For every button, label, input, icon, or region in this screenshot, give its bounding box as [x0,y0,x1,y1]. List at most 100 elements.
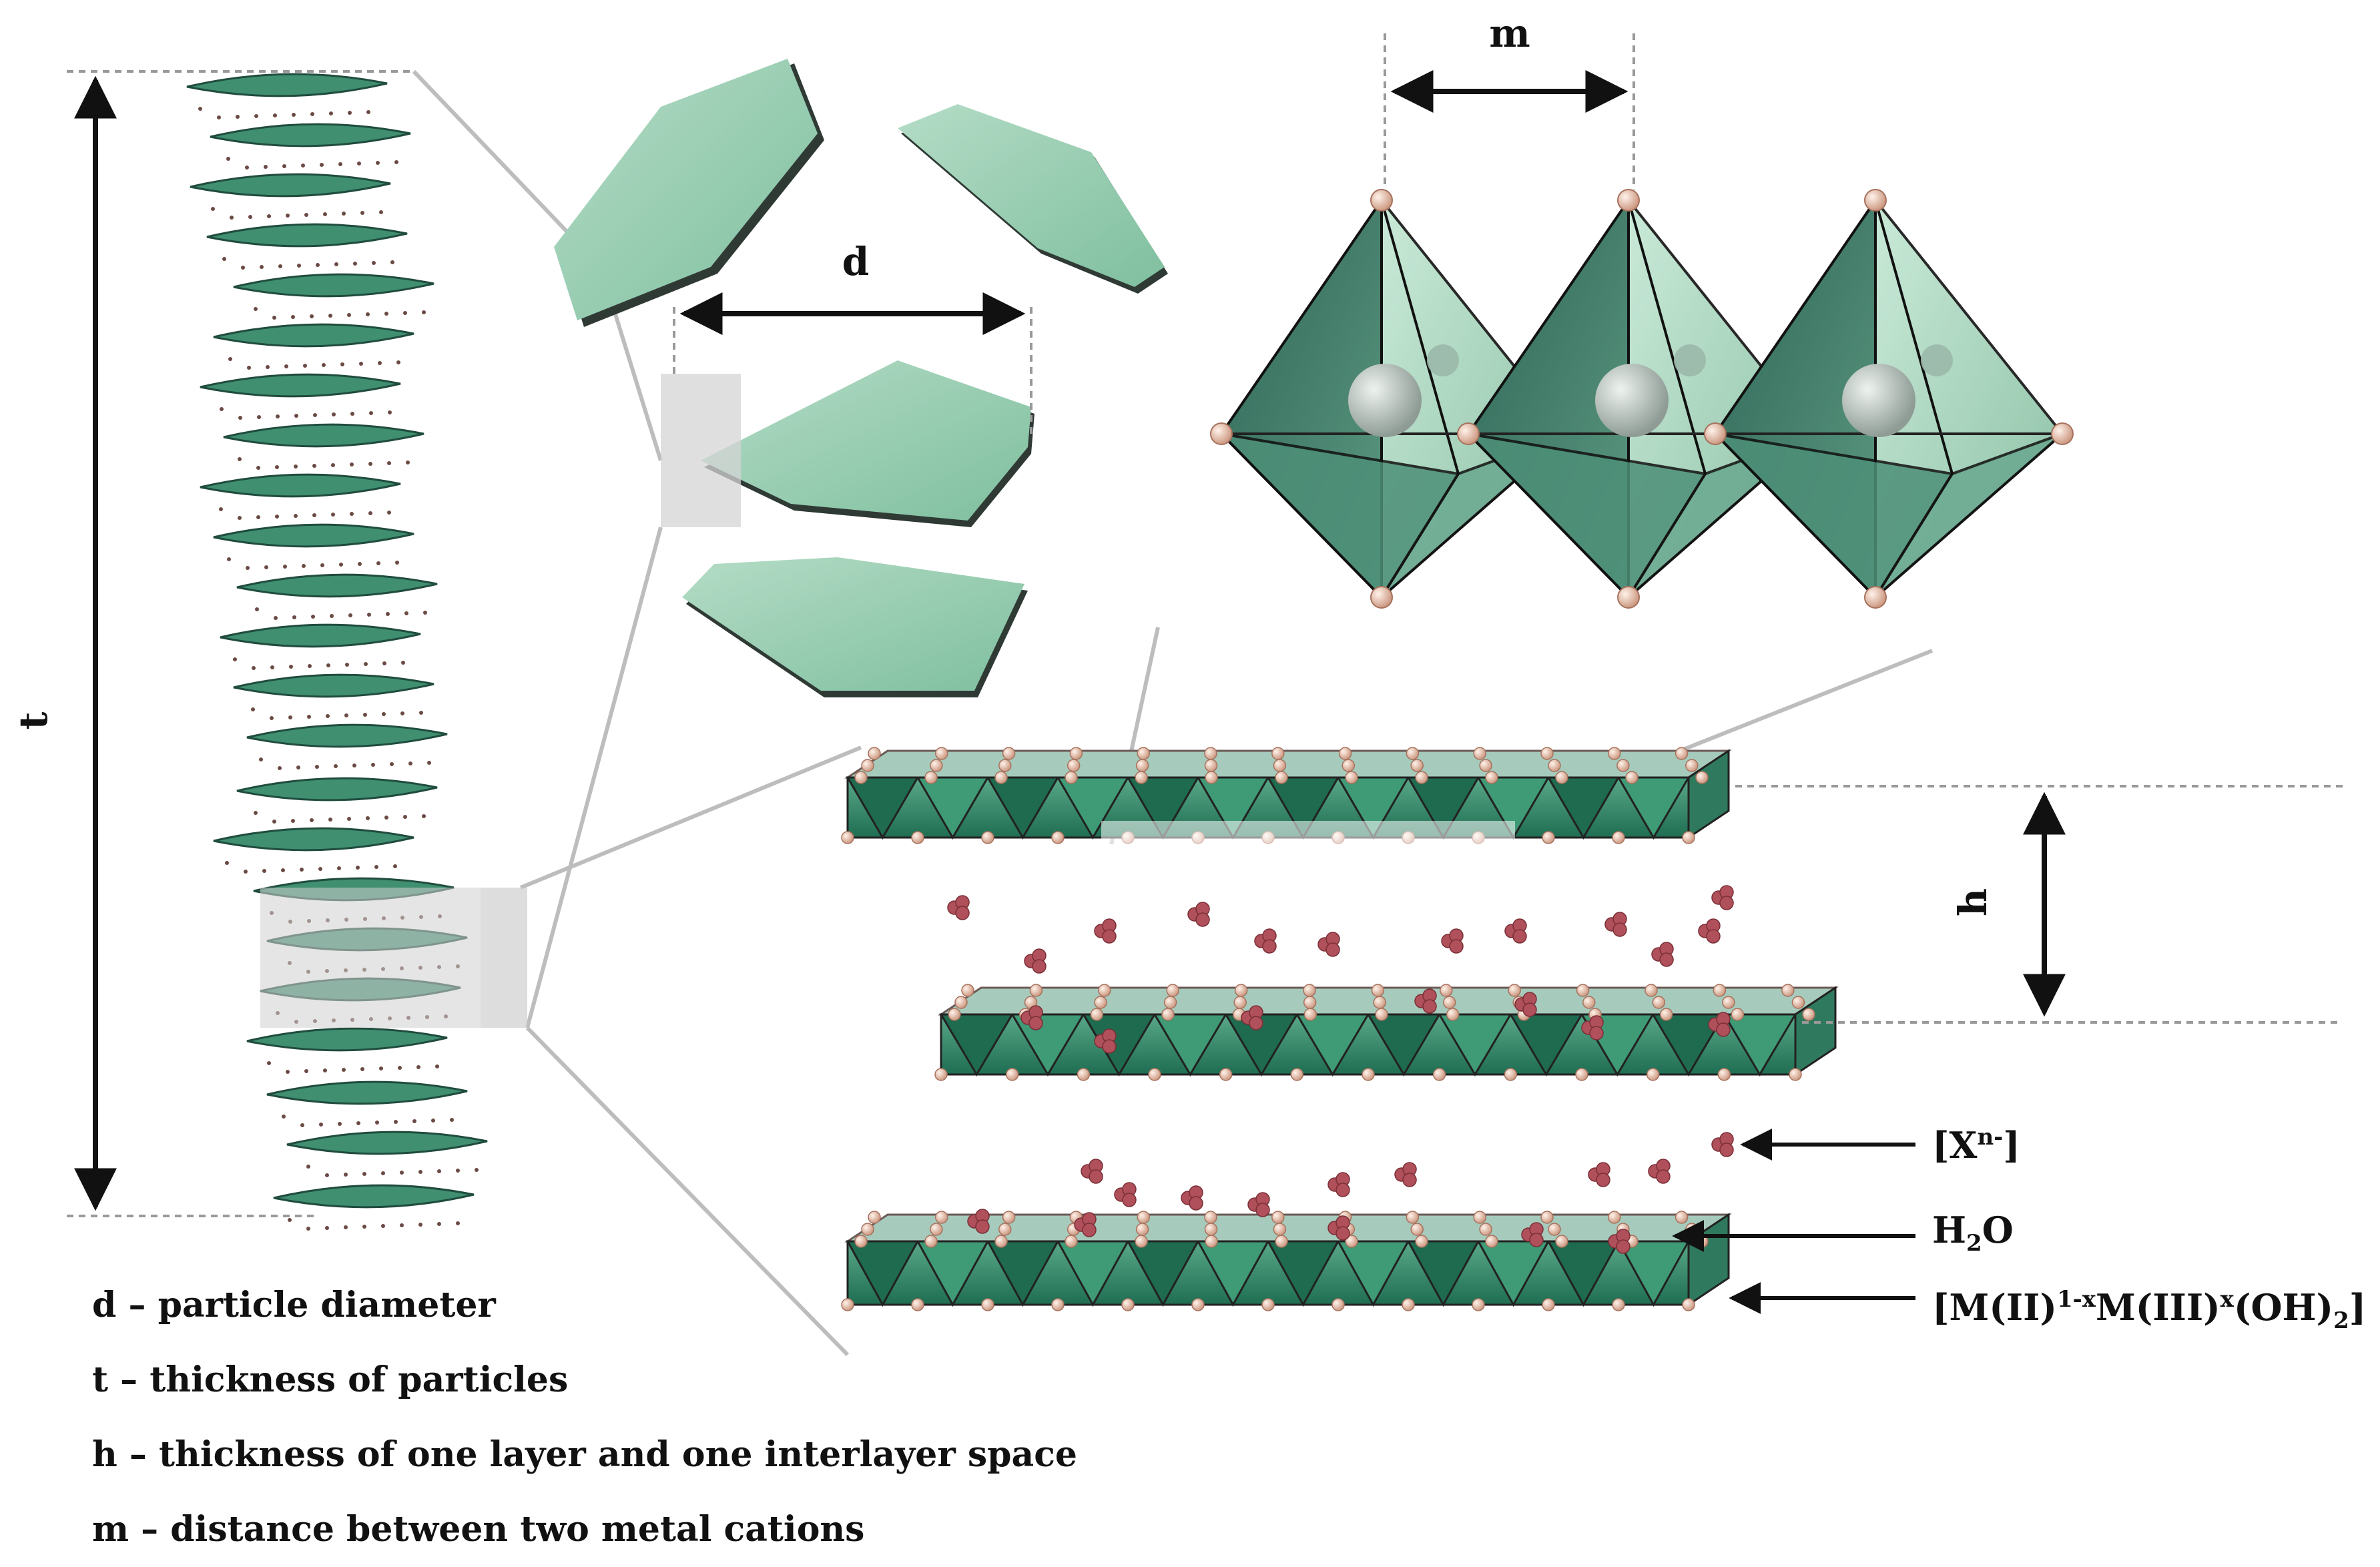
interlayer-dot [233,657,237,661]
octahedron-facet [1056,1240,1130,1307]
octahedron-facet [846,1240,920,1307]
particle-stack [186,73,488,1231]
interlayer-dot [311,615,315,619]
octahedron-facet [1266,1240,1340,1307]
interlayer-dot [357,162,361,166]
interlayer-dot [350,412,354,416]
octahedron-facet [1196,1240,1270,1307]
hydroxyl-node [1029,984,1043,997]
hydroxyl-node [1261,1298,1275,1311]
interlayer-dot [304,1069,308,1073]
interlayer-dot [403,311,407,315]
interlayer-dot [396,360,400,364]
interlayer-dot [362,1172,366,1176]
interlayer-dot [371,763,375,767]
hydroxyl-node [935,1211,948,1224]
octahedron-facet [986,776,1060,840]
interlayer-dot [316,263,320,267]
hydroxyl-node [1303,1008,1317,1021]
interlayer-dot [356,1121,360,1125]
hydroxyl-node [1473,747,1486,760]
hydroxyl-node [1555,771,1568,784]
interlayer-dot [288,715,292,719]
zoom-highlight-hex [661,374,741,527]
hydroxyl-node [1275,771,1288,784]
interlayer-dot [416,1065,420,1069]
interlayer-dot [282,1115,286,1119]
interlayer-dot [320,163,324,167]
interlayer-dot [220,407,224,411]
octahedron-facet [1546,1240,1620,1307]
layer-top [938,986,1839,1016]
hydroxyl-node [1731,1008,1745,1021]
anion-cluster [1716,1022,1731,1037]
hydroxyl-node [861,1223,874,1236]
hydroxyl-node [981,1298,994,1311]
interlayer-dot [286,214,290,218]
hydroxyl-node [1540,1211,1554,1224]
anion-cluster [1032,959,1047,974]
interlayer-dot [331,513,335,517]
oxygen-node [2051,422,2074,445]
interlayer-dot [339,563,343,567]
interlayer-dot [217,115,221,119]
hydroxyl-node [1204,747,1217,760]
hydroxyl-node [1548,759,1561,772]
interlayer-dot [323,212,327,216]
interlayer-dot [275,515,279,519]
interlayer-dot [367,613,371,617]
interlayer-dot [326,714,330,718]
water-label: H2O [1932,1209,2014,1257]
interlayer-dot [275,465,279,469]
octahedron-facet [1126,1240,1200,1307]
interlayer-dot [332,412,336,416]
hydroxyl-node [1582,996,1596,1009]
metal-cation [1348,364,1422,437]
interlayer-dot [360,211,364,215]
hydroxyl-node [1432,1068,1446,1081]
hydroxyl-node [1682,1298,1695,1311]
hydroxyl-node [1406,747,1420,760]
hydroxyl-node [1685,759,1699,772]
hydroxyl-node [1148,1068,1161,1081]
stack-particle [210,123,411,147]
hydroxyl-node [1555,1235,1568,1248]
hydroxyl-node [1342,759,1356,772]
stack-particle [266,1080,468,1105]
octahedra-chain [1210,189,2074,609]
interlayer-dot [291,315,295,319]
hydroxyl-node [1479,759,1492,772]
octahedron-facet [1336,776,1410,840]
interlayer-dot [382,712,386,716]
hydroxyl-node [854,771,868,784]
interlayer-dot [338,1122,342,1126]
anion-cluster [1262,939,1277,954]
hydroxyl-node [1121,1298,1135,1311]
interlayer-dot [406,460,410,464]
interlayer-dot [259,757,263,761]
interlayer-dot [288,1218,292,1222]
stack-particle [233,673,434,698]
hydroxyl-node [1675,747,1689,760]
anion-cluster [1335,1226,1350,1241]
interlayer-dot [281,868,285,872]
interlayer-dot [266,365,270,369]
interlayer-dot [278,264,282,268]
stack-particle [200,473,401,498]
hydroxyl-node [1713,984,1727,997]
hydroxyl-node [1204,1211,1217,1224]
hydroxyl-node [1135,759,1149,772]
m-label: m [1489,11,1530,56]
anion-cluster [1089,1169,1103,1184]
interlayer-dot [398,1066,402,1070]
hydroxyl-node [1077,1068,1091,1081]
octahedron-facet [1616,1240,1691,1307]
hydroxyl-node [1415,771,1428,784]
oxygen-node [1617,189,1640,212]
t-dimension: t [11,70,414,1217]
h-dimension: h [1735,785,2343,1024]
interlayer-dot [272,820,276,824]
interlayer-dot [241,266,245,270]
octahedron-edge [1627,200,1707,475]
hydroxyl-node [1659,1008,1673,1021]
